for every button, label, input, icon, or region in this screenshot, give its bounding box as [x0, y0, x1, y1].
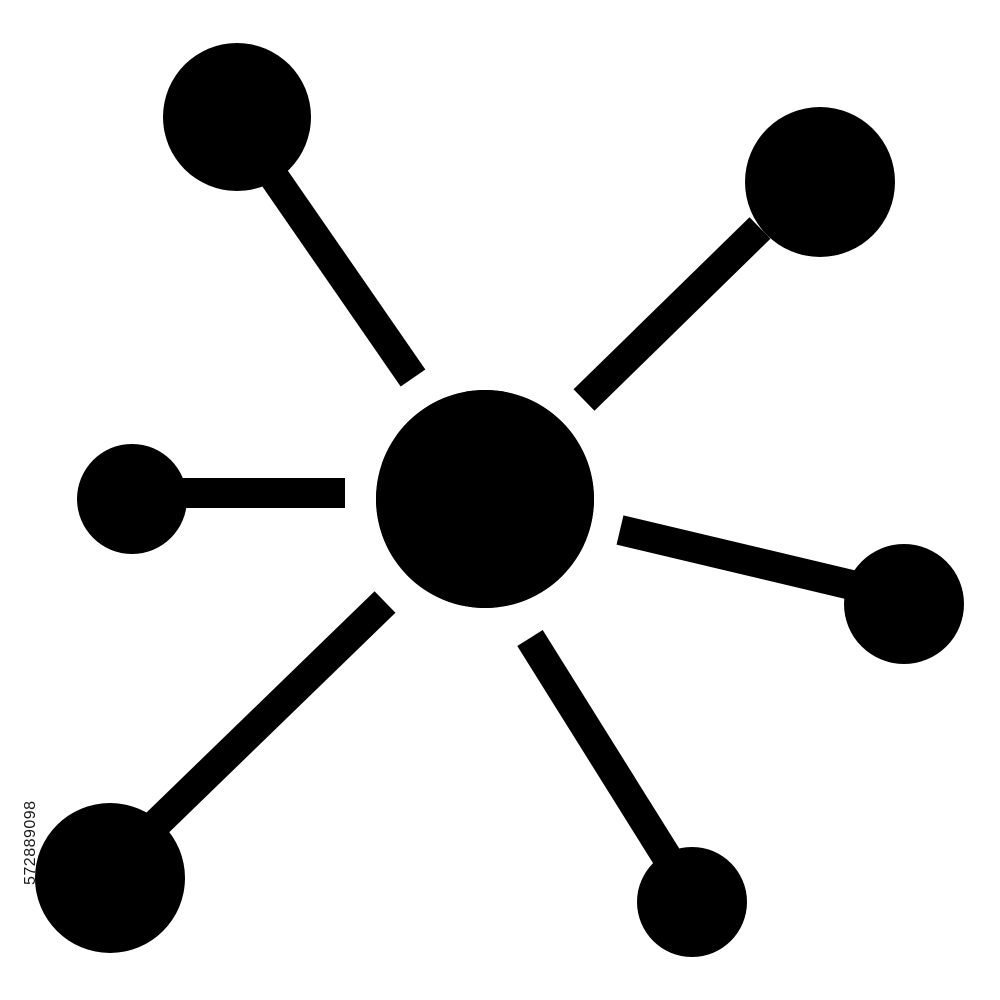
node-right	[844, 544, 964, 664]
node-left	[77, 444, 187, 554]
spoke-bottom-right	[517, 630, 688, 878]
spoke-bottom-left	[139, 591, 396, 841]
spoke-top-left	[261, 168, 426, 387]
node-bottom-left	[35, 803, 185, 953]
spoke-right	[616, 515, 864, 602]
center-node-gap-ring	[357, 371, 613, 627]
node-top-right	[745, 107, 895, 257]
node-bottom-right	[637, 847, 747, 957]
center-node-fill	[376, 390, 594, 608]
spoke-top-right	[573, 217, 771, 411]
node-top-left	[163, 43, 311, 191]
stock-id-label: 572889098	[22, 800, 39, 885]
